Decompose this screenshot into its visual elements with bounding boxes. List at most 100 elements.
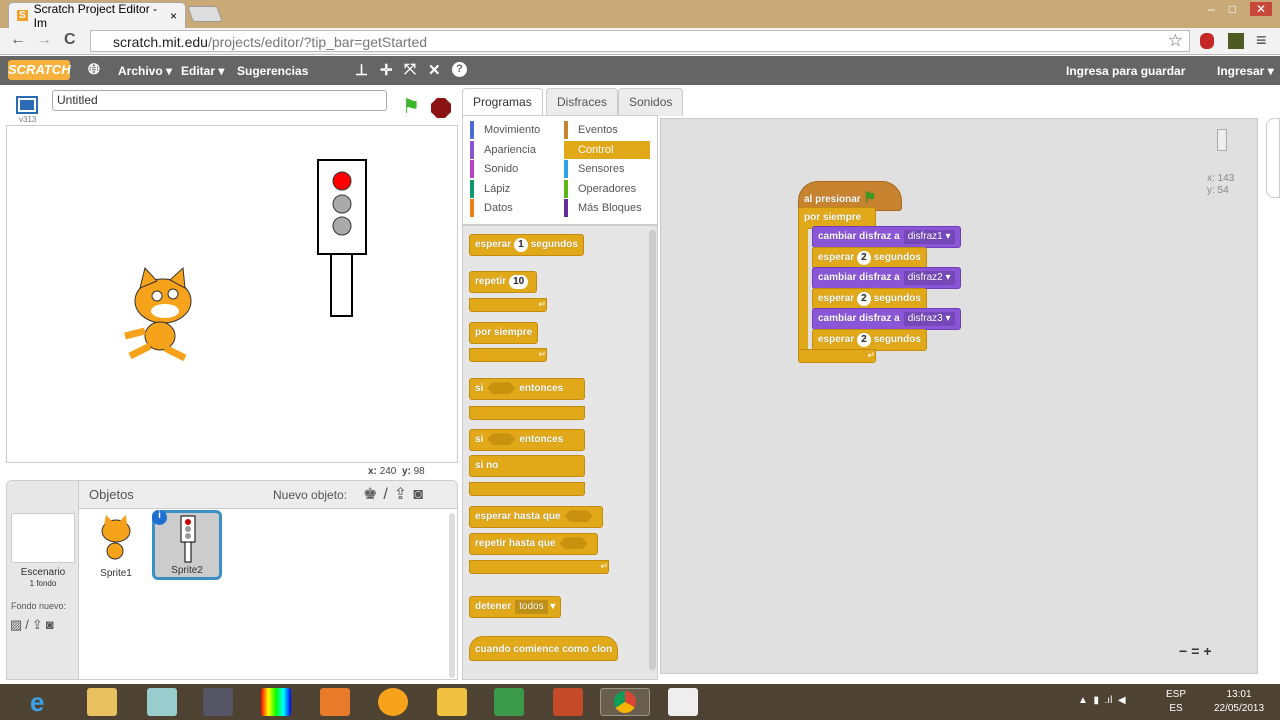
seconds-input[interactable]: 2 bbox=[857, 291, 871, 306]
category-eventos[interactable]: Eventos bbox=[564, 121, 650, 139]
category-movimiento[interactable]: Movimiento bbox=[470, 121, 556, 139]
traffic-light-sprite[interactable] bbox=[317, 159, 369, 319]
upload-sprite-icon[interactable]: ⇪ bbox=[393, 486, 414, 503]
internet-explorer-icon[interactable]: e bbox=[30, 687, 45, 717]
duplicate-stamp-icon[interactable]: ⊥ bbox=[355, 62, 369, 79]
green-flag-icon[interactable]: ⚑ bbox=[402, 96, 420, 118]
block-repeat-until[interactable]: repetir hasta que bbox=[469, 533, 598, 555]
scratch-logo[interactable]: SCRATCH bbox=[8, 60, 71, 80]
stage-thumbnail[interactable] bbox=[11, 513, 75, 563]
block-forever[interactable]: por siempre bbox=[469, 322, 539, 344]
side-panel-tab[interactable] bbox=[1266, 118, 1280, 198]
block-else[interactable]: si no bbox=[469, 455, 585, 477]
camera-backdrop-icon[interactable]: ◙ bbox=[45, 617, 57, 632]
delete-cut-icon[interactable]: ✛ bbox=[380, 62, 393, 79]
color-app-icon[interactable] bbox=[261, 688, 291, 716]
costume-dropdown[interactable]: disfraz3 ▾ bbox=[903, 312, 955, 327]
fullscreen-icon[interactable] bbox=[16, 96, 38, 114]
bookmark-star-icon[interactable]: ☆ bbox=[1167, 31, 1183, 50]
zoom-reset-button[interactable]: = bbox=[1191, 643, 1200, 659]
category-más-bloques[interactable]: Más Bloques bbox=[564, 199, 650, 217]
palette-scrollbar[interactable] bbox=[649, 230, 656, 670]
excel-icon[interactable] bbox=[494, 688, 524, 716]
file-explorer-icon[interactable] bbox=[87, 688, 117, 716]
paint-sprite-icon[interactable]: / bbox=[383, 486, 394, 503]
block-if-else-bottom[interactable] bbox=[469, 482, 585, 496]
seconds-input[interactable]: 2 bbox=[857, 250, 871, 265]
extension-icon[interactable] bbox=[1200, 33, 1214, 49]
forward-button[interactable]: → bbox=[36, 31, 52, 48]
shrink-icon[interactable]: ✕ bbox=[428, 62, 441, 79]
category-lápiz[interactable]: Lápiz bbox=[470, 179, 556, 198]
back-button[interactable]: ← bbox=[10, 31, 26, 48]
costume-dropdown[interactable]: disfraz1 ▾ bbox=[903, 230, 955, 244]
office-icon[interactable] bbox=[320, 688, 350, 716]
stage-canvas[interactable] bbox=[6, 125, 458, 463]
category-sonido[interactable]: Sonido bbox=[470, 160, 556, 178]
app-icon[interactable] bbox=[147, 688, 177, 716]
sprite-library-icon[interactable]: ♚ bbox=[363, 486, 384, 503]
grow-icon[interactable]: ⤧ bbox=[404, 61, 417, 78]
zoom-in-button[interactable]: + bbox=[1203, 643, 1212, 659]
sprite-thumb-sprite1[interactable]: Sprite1 bbox=[91, 513, 141, 583]
sprite-thumb-sprite2[interactable]: i Sprite2 bbox=[152, 510, 222, 580]
browser-tab[interactable]: S Scratch Project Editor - Im × bbox=[8, 2, 186, 30]
category-operadores[interactable]: Operadores bbox=[564, 179, 650, 198]
cat-sprite[interactable] bbox=[115, 266, 215, 366]
block-repeat-bottom[interactable]: ↵ bbox=[469, 298, 547, 312]
category-control[interactable]: Control bbox=[564, 140, 650, 159]
seconds-input[interactable]: 2 bbox=[857, 333, 871, 347]
extension-icon-2[interactable] bbox=[1228, 33, 1244, 49]
sprite-list-scrollbar[interactable] bbox=[449, 513, 455, 678]
save-signin-link[interactable]: Ingresa para guardar bbox=[1066, 64, 1186, 78]
menu-sugerencias[interactable]: Sugerencias bbox=[237, 64, 309, 78]
block-repeat-until-bottom[interactable]: ↵ bbox=[469, 560, 609, 574]
script-area[interactable]: al presionar ⚑ por siempre cambiar disfr… bbox=[660, 118, 1258, 674]
pen-app-icon[interactable] bbox=[668, 688, 698, 716]
help-icon[interactable]: ? bbox=[452, 62, 467, 77]
tray-icons[interactable]: ▲ ▮ .ıl ◀ bbox=[1078, 695, 1126, 706]
paint-backdrop-icon[interactable]: / bbox=[25, 617, 32, 632]
tab-programas[interactable]: Programas bbox=[462, 88, 543, 116]
stop-sign-icon[interactable] bbox=[431, 98, 451, 118]
tab-close-icon[interactable]: × bbox=[169, 8, 177, 23]
category-sensores[interactable]: Sensores bbox=[564, 160, 650, 178]
tab-disfraces[interactable]: Disfraces bbox=[546, 88, 619, 116]
signin-menu[interactable]: Ingresar ▾ bbox=[1217, 64, 1274, 78]
block-forever-bottom[interactable]: ↵ bbox=[798, 349, 876, 363]
movie-maker-icon[interactable] bbox=[203, 688, 233, 716]
block-when-clone[interactable]: cuando comience como clon bbox=[469, 636, 619, 661]
zoom-out-button[interactable]: − bbox=[1179, 643, 1188, 659]
category-apariencia[interactable]: Apariencia bbox=[470, 140, 556, 159]
language-globe-icon[interactable]: 🌐︎ bbox=[88, 61, 101, 78]
menu-editar[interactable]: Editar ▾ bbox=[181, 64, 225, 78]
chrome-menu-icon[interactable]: ≡ bbox=[1256, 30, 1267, 50]
menu-archivo[interactable]: Archivo ▾ bbox=[118, 64, 173, 78]
reload-button[interactable]: C bbox=[64, 31, 76, 48]
backdrop-library-icon[interactable]: ▨ bbox=[10, 617, 26, 632]
powerpoint-icon[interactable] bbox=[553, 688, 583, 716]
block-forever-bottom[interactable]: ↵ bbox=[469, 348, 547, 362]
chrome-taskbar-button[interactable] bbox=[600, 688, 650, 716]
block-wait-until[interactable]: esperar hasta que bbox=[469, 506, 603, 528]
app-icon-2[interactable] bbox=[437, 688, 467, 716]
block-if-bottom[interactable] bbox=[469, 406, 585, 420]
project-title-input[interactable]: Untitled bbox=[52, 90, 387, 111]
costume-dropdown[interactable]: disfraz2 ▾ bbox=[903, 271, 955, 286]
tab-sonidos[interactable]: Sonidos bbox=[618, 88, 684, 116]
category-datos[interactable]: Datos bbox=[470, 199, 556, 217]
scratch-icon[interactable] bbox=[378, 688, 408, 716]
upload-backdrop-icon[interactable]: ⇪ bbox=[31, 617, 46, 632]
url-bar[interactable]: scratch.mit.edu/projects/editor/?tip_bar… bbox=[90, 30, 1190, 52]
